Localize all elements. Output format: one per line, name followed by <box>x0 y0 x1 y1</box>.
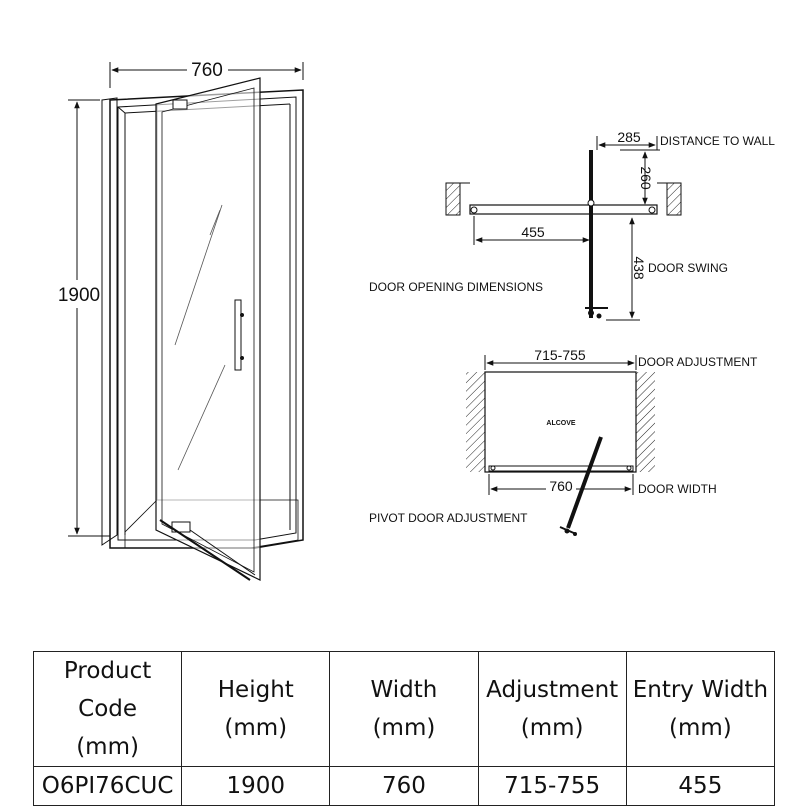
alcove-label: ALCOVE <box>546 420 576 427</box>
door-height-dimension: 1900 <box>58 285 100 306</box>
value-width: 760 <box>329 766 479 806</box>
alcove-outline <box>484 371 637 473</box>
value-entry-width: 455 <box>625 766 776 806</box>
door-frame-outer <box>109 89 304 549</box>
door-adjustment-label: DOOR ADJUSTMENT <box>638 355 758 369</box>
glass-door-panel <box>155 77 261 581</box>
value-adjustment: 715-755 <box>477 766 627 806</box>
spec-header-row: Product Code(mm) Height(mm) Width(mm) Ad… <box>32 651 776 767</box>
wall-right <box>666 182 682 216</box>
pivot-adjustment-title: PIVOT DOOR ADJUSTMENT <box>369 511 528 525</box>
entry-width-dimension: 455 <box>521 224 545 240</box>
spec-value-row: O6PI76CUC 1900 760 715-755 455 <box>32 766 776 806</box>
door-swing-label: DOOR SWING <box>648 261 728 275</box>
value-product-code: O6PI76CUC <box>32 766 183 806</box>
pivot-adjustment-plan: ALCOVE 715-755 DOOR ADJUSTMENT 760 DOOR … <box>369 347 758 536</box>
header-width: Width(mm) <box>329 651 479 767</box>
door-frame-inner <box>117 96 297 541</box>
door-handle <box>234 299 242 371</box>
door-frame-plan <box>469 204 658 215</box>
door-width-label: DOOR WIDTH <box>638 482 717 496</box>
wall-left <box>445 182 461 216</box>
alcove-wall-right <box>636 372 655 472</box>
alcove-wall-left <box>466 372 485 472</box>
header-entry-width: Entry Width(mm) <box>625 651 776 767</box>
door-swing-dimension: 438 <box>631 256 647 280</box>
door-opening-plan: 285 DISTANCE TO WALL 260 455 438 DOOR SW… <box>369 129 775 321</box>
return-dimension: 260 <box>638 166 654 190</box>
top-pivot <box>172 99 188 110</box>
header-height: Height(mm) <box>181 651 331 767</box>
spec-table: Product Code(mm) Height(mm) Width(mm) Ad… <box>32 651 776 806</box>
door-opening-title: DOOR OPENING DIMENSIONS <box>369 280 543 294</box>
distance-to-wall-label: DISTANCE TO WALL <box>660 134 775 148</box>
adjustment-range-dimension: 715-755 <box>534 347 586 363</box>
door-elevation: 760 1900 <box>58 60 304 581</box>
adjust-width-dimension: 760 <box>549 478 573 494</box>
distance-to-wall-dimension: 285 <box>617 129 641 145</box>
header-adjustment: Adjustment(mm) <box>477 651 627 767</box>
frame-adjust-plan <box>488 465 634 472</box>
door-width-dimension: 760 <box>191 60 223 81</box>
glass-reflection <box>174 204 223 346</box>
header-product-code: Product Code(mm) <box>32 651 183 767</box>
diagonal-door-plan <box>566 436 603 529</box>
